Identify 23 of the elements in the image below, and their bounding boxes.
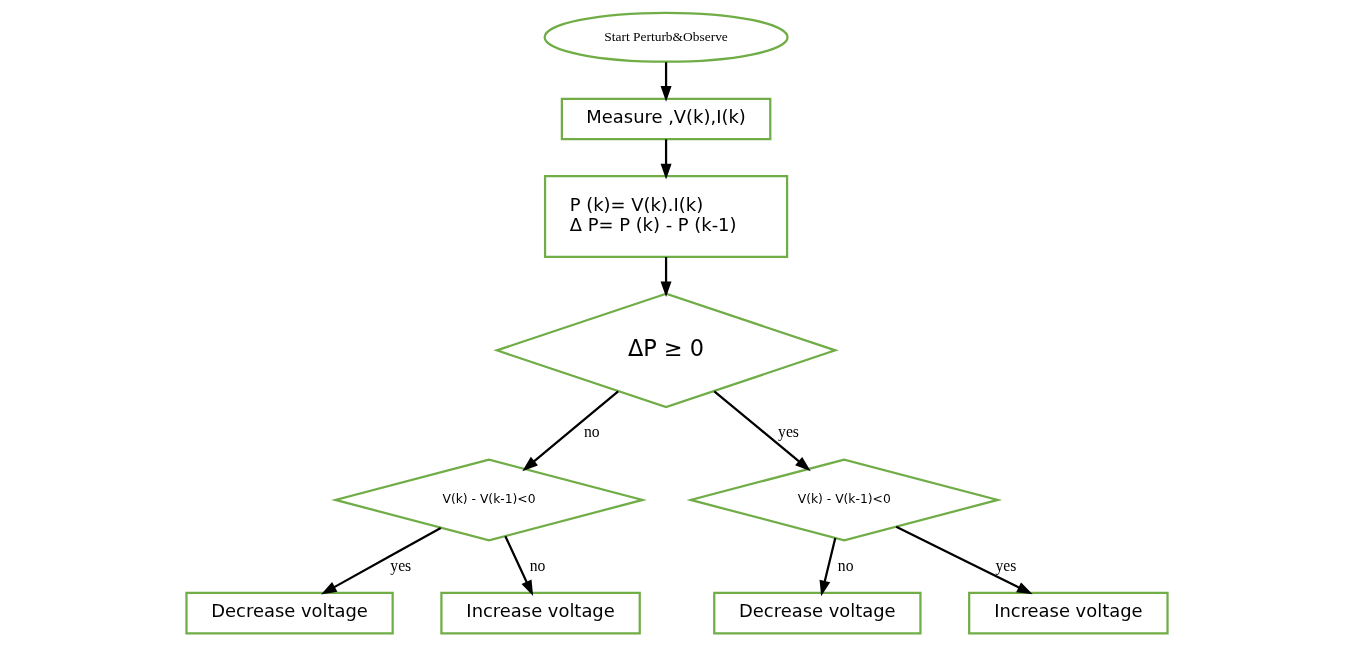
arrow — [660, 257, 672, 298]
arrow — [819, 537, 837, 597]
edge-label: yes — [778, 423, 799, 441]
node-diamond: ΔP ≥ 0 — [493, 292, 839, 409]
node-box: Decrease voltage — [713, 591, 922, 635]
node-box: Increase voltage — [968, 591, 1169, 635]
node-box: Increase voltage — [440, 591, 641, 635]
arrow — [660, 139, 672, 180]
arrow — [522, 390, 619, 472]
node-box: Measure ,V(k),I(k) — [560, 97, 772, 141]
arrow — [321, 526, 442, 595]
edge-label: no — [837, 556, 854, 574]
arrow — [660, 62, 672, 102]
node-box: Decrease voltage — [185, 591, 394, 635]
edge-label: no — [583, 423, 600, 441]
arrow — [895, 525, 1033, 595]
node-ellipse: Start Perturb&Observe — [543, 11, 789, 63]
node-box: P (k)= V(k).I(k) Δ P= P (k) - P (k-1) — [543, 175, 789, 258]
arrow — [504, 535, 534, 596]
edge-label: yes — [995, 556, 1017, 574]
arrow — [713, 390, 811, 472]
edge-label: yes — [390, 556, 412, 574]
edge-label: no — [529, 556, 546, 574]
